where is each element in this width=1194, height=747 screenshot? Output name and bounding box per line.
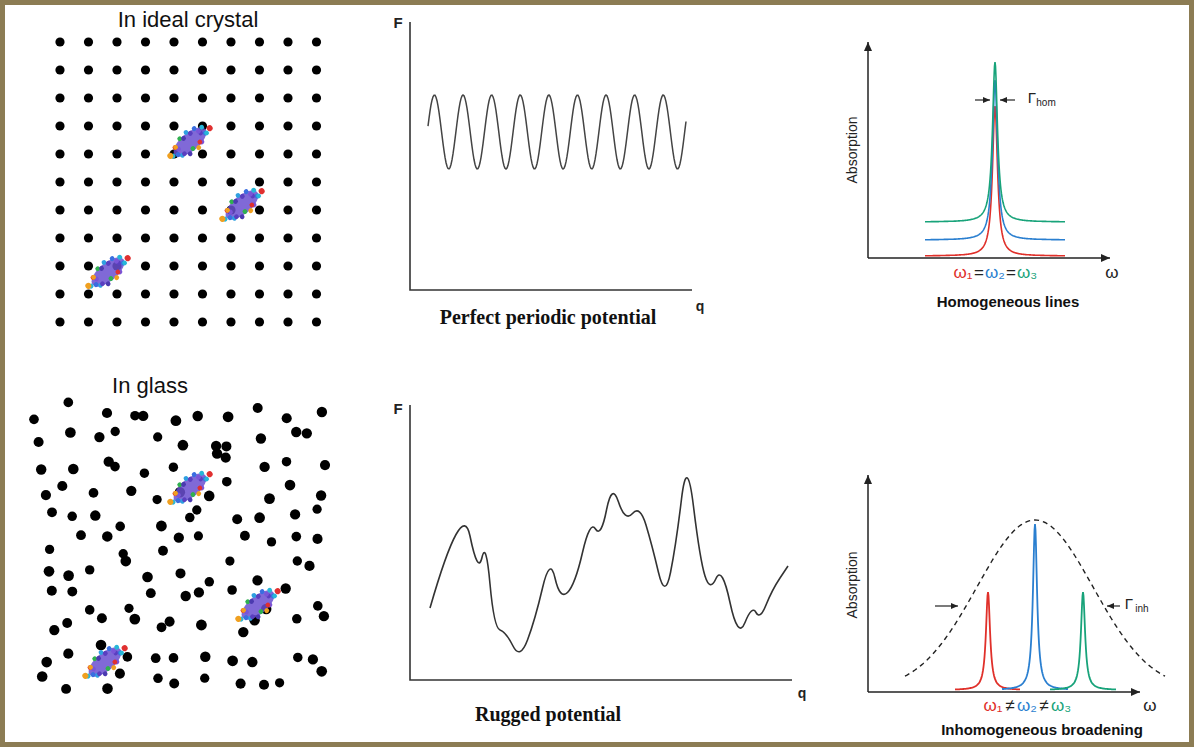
frequency-label: ω₂	[985, 264, 1005, 281]
frequency-label: ω₂	[1017, 697, 1037, 714]
operator: ≠	[1005, 697, 1014, 714]
axis-label: ω	[1143, 697, 1156, 714]
axis-label: Absorption	[845, 552, 859, 619]
molecules	[76, 115, 286, 689]
operator: ≠	[1039, 697, 1048, 714]
axis-label: Absorption	[845, 117, 859, 184]
caption: Rugged potential	[475, 704, 621, 724]
homogeneous-plot	[868, 42, 1110, 258]
caption: Perfect periodic potential	[440, 307, 657, 327]
frequency-label: ω₃	[1051, 697, 1071, 714]
operator: =	[974, 264, 984, 281]
caption: Homogeneous lines	[937, 294, 1080, 309]
axis-label: q	[798, 686, 807, 700]
inhomogeneous-plot	[868, 475, 1165, 692]
frequency-label: ω₁	[953, 264, 972, 281]
periodic-potential-plot	[410, 22, 692, 290]
axis-label: F	[393, 401, 402, 416]
width-subscript: hom	[1036, 98, 1055, 108]
panel-title: In ideal crystal	[118, 9, 259, 31]
panel-title: In glass	[112, 375, 188, 397]
frequency-label: ω₁	[983, 697, 1002, 714]
axis-label: F	[393, 15, 402, 30]
crystal-lattice	[55, 37, 321, 326]
frame-border	[3, 3, 1192, 745]
width-symbol: Γ	[1125, 596, 1133, 611]
frequency-label: ω₃	[1017, 264, 1037, 281]
axis-label: q	[696, 299, 705, 313]
operator: =	[1006, 264, 1016, 281]
rugged-potential-plot	[410, 405, 792, 680]
width-subscript: inh	[1135, 604, 1148, 614]
width-symbol: Γ	[1028, 90, 1036, 105]
caption: Inhomogeneous broadening	[941, 722, 1143, 737]
axis-label: ω	[1105, 264, 1118, 281]
glass-lattice	[29, 398, 330, 694]
